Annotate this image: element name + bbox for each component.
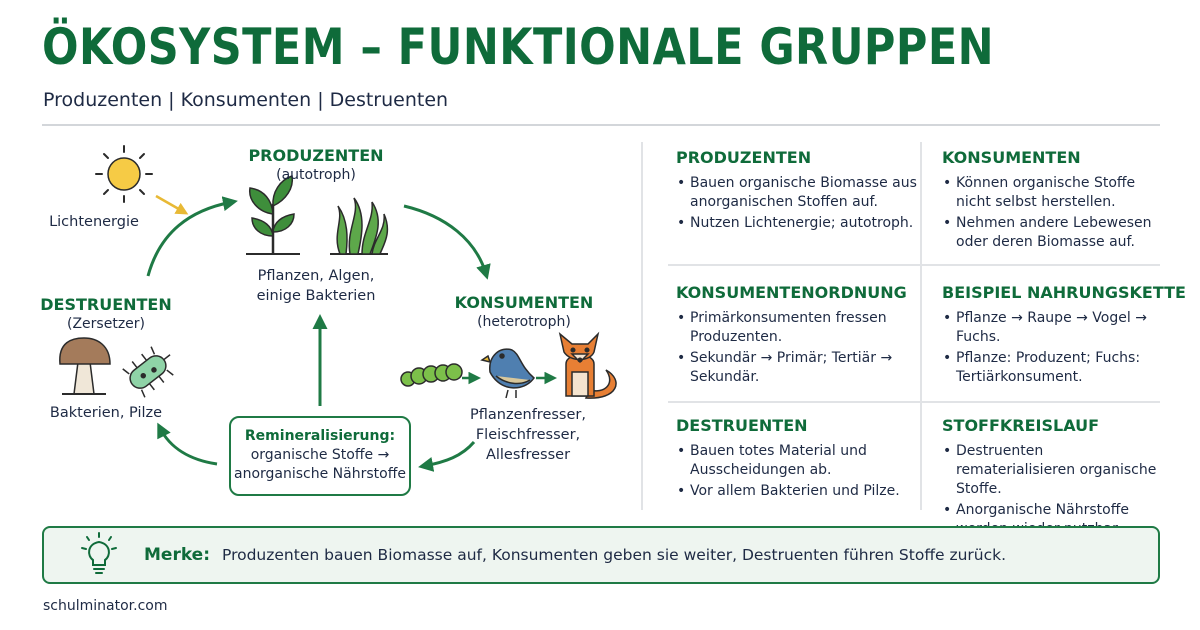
caterpillar-icon <box>400 363 463 387</box>
merke-text: Produzenten bauen Biomasse auf, Konsumen… <box>222 546 1007 564</box>
card-item: Pflanze → Raupe → Vogel → Fuchs. <box>942 309 1157 347</box>
arrow-decomposers-to-producers <box>146 196 238 277</box>
consumers-line3: Allesfresser <box>485 447 571 463</box>
header-divider <box>42 124 1160 126</box>
card-item: Pflanze: Produzent; Fuchs: Tertiärkonsum… <box>942 349 1157 387</box>
merke-box: Merke: Produzenten bauen Biomasse auf, K… <box>42 526 1160 584</box>
footer-site: schulminator.com <box>43 598 168 614</box>
card-item: Sekundär → Primär; Tertiär → Sekundär. <box>676 349 931 387</box>
remineralization-title: Remineralisierung: <box>244 428 396 444</box>
card-consumer-orders: KONSUMENTENORDNUNG Primärkonsumenten fre… <box>676 283 931 389</box>
card-nutrient-cycle: STOFFKREISLAUF Destruenten rematerialisi… <box>942 416 1157 541</box>
merke-label: Merke: <box>144 545 211 565</box>
mushroom-icon <box>59 337 111 395</box>
lightbulb-icon <box>81 532 117 574</box>
card-item: Nehmen andere Lebewesen oder deren Bioma… <box>942 214 1157 252</box>
card-item: Primärkonsumenten fressen Produzenten. <box>676 309 931 347</box>
remineralization-line2: anorganische Nährstoffe <box>234 466 406 482</box>
card-title: PRODUZENTEN <box>676 148 812 167</box>
producers-sub: (autotroph) <box>276 167 356 183</box>
card-item: Bauen organische Biomasse aus anorganisc… <box>676 174 931 212</box>
card-item: Können organische Stoffe nicht selbst he… <box>942 174 1157 212</box>
fox-icon <box>558 331 617 399</box>
producers-line2: einige Bakterien <box>256 288 376 304</box>
producers-line1: Pflanzen, Algen, <box>257 268 375 284</box>
sun-icon <box>95 145 153 203</box>
remineralization-line1: organische Stoffe → <box>250 447 390 463</box>
arrow-consumers-to-remineralization <box>418 441 476 472</box>
card-title: KONSUMENTEN <box>942 148 1081 167</box>
card-decomposers: DESTRUENTEN Bauen totes Material und Aus… <box>676 416 931 503</box>
page-title: ÖKOSYSTEM – FUNKTIONALE GRUPPEN <box>42 18 995 76</box>
card-title: STOFFKREISLAUF <box>942 416 1100 435</box>
bird-icon <box>480 348 536 399</box>
decomposers-sub: (Zersetzer) <box>67 316 145 332</box>
consumers-sub: (heterotroph) <box>477 314 571 330</box>
card-title: BEISPIEL NAHRUNGSKETTE <box>942 283 1186 302</box>
bacterium-icon <box>122 346 174 398</box>
decomposers-title: DESTRUENTEN <box>40 295 172 314</box>
card-item: Bauen totes Material und Ausscheidungen … <box>676 442 931 480</box>
arrow-remineralization-to-decomposers <box>157 422 218 466</box>
remineralization-box: Remineralisierung: organische Stoffe → a… <box>229 416 411 496</box>
diagram-graphics <box>59 145 617 472</box>
producers-title: PRODUZENTEN <box>248 146 384 165</box>
consumers-line2: Fleischfresser, <box>475 427 581 443</box>
light-label: Lichtenergie <box>49 214 139 230</box>
column-divider <box>641 142 643 510</box>
algae-icon <box>330 197 389 255</box>
card-column-divider <box>920 142 922 510</box>
arrow-producers-to-consumers <box>403 204 491 280</box>
card-row-divider <box>668 401 1160 403</box>
card-food-chain-example: BEISPIEL NAHRUNGSKETTE Pflanze → Raupe →… <box>942 283 1186 389</box>
ecosystem-cycle-diagram: Lichtenergie PRODUZENTEN (autotroph) Pfl… <box>0 0 640 520</box>
plant-icon <box>246 175 300 255</box>
consumers-line1: Pflanzenfresser, <box>470 407 586 423</box>
card-consumers: KONSUMENTEN Können organische Stoffe nic… <box>942 148 1157 254</box>
card-title: KONSUMENTENORDNUNG <box>676 283 907 302</box>
page-subtitle: Produzenten | Konsumenten | Destruenten <box>43 89 449 111</box>
card-item: Nutzen Lichtenergie; autotroph. <box>676 214 931 233</box>
consumers-title: KONSUMENTEN <box>454 293 594 312</box>
card-row-divider <box>668 264 1160 266</box>
card-item: Vor allem Bakterien und Pilze. <box>676 482 931 501</box>
decomposers-line1: Bakterien, Pilze <box>49 405 163 421</box>
card-producers: PRODUZENTEN Bauen organische Biomasse au… <box>676 148 931 235</box>
light-arrow <box>155 194 189 215</box>
card-item: Destruenten rematerialisieren organische… <box>942 442 1157 499</box>
card-title: DESTRUENTEN <box>676 416 808 435</box>
